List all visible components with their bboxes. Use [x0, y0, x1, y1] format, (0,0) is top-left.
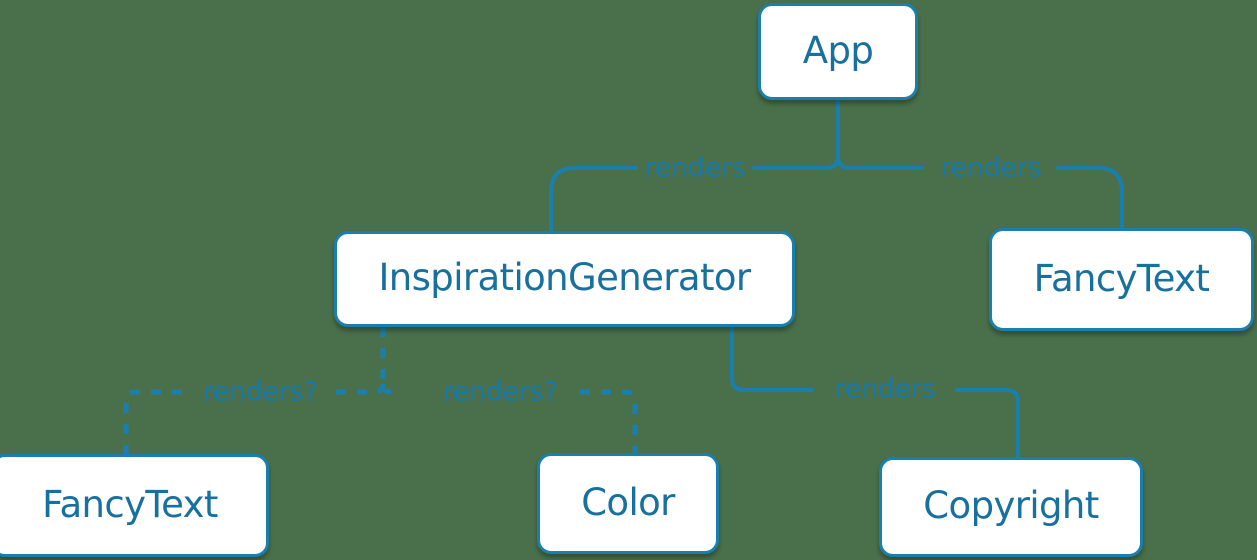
edge-label-inspiration-copyright: renders — [834, 373, 936, 405]
edge-label-inspiration-fancytext-bottom: renders? — [202, 376, 318, 408]
edge-app-stem-left — [752, 154, 840, 170]
edge-inspiration-dashed-stem — [380, 327, 392, 395]
node-fancytext-bottom[interactable]: FancyText — [0, 454, 269, 557]
node-app[interactable]: App — [758, 3, 918, 100]
node-copyright-label: Copyright — [923, 484, 1099, 527]
edge-app-stem — [836, 98, 924, 170]
edge-app-fancytext-top — [1056, 166, 1124, 230]
node-inspiration-generator[interactable]: InspirationGenerator — [334, 231, 795, 327]
node-fancytext-top[interactable]: FancyText — [989, 228, 1254, 331]
edge-label-inspiration-color: renders? — [442, 376, 558, 408]
node-color-label: Color — [581, 480, 675, 524]
edge-app-inspiration — [549, 166, 638, 233]
node-app-label: App — [802, 28, 874, 72]
edge-inspiration-fancytext-bot — [123, 389, 182, 454]
node-fancytext-bottom-label: FancyText — [42, 482, 218, 526]
node-copyright[interactable]: Copyright — [879, 457, 1143, 557]
node-fancytext-top-label: FancyText — [1033, 256, 1210, 300]
edge-label-app-inspiration: renders — [644, 152, 746, 184]
edge-inspiration-color — [580, 389, 638, 453]
node-color[interactable]: Color — [537, 453, 719, 554]
node-inspiration-generator-label: InspirationGenerator — [378, 256, 751, 299]
edge-label-app-fancytext-top: renders — [940, 152, 1042, 184]
edge-inspiration-copyright-tail — [955, 388, 1020, 459]
edge-inspiration-copyright — [730, 325, 814, 392]
edge-inspiration-dashed-stem-left — [336, 383, 386, 395]
